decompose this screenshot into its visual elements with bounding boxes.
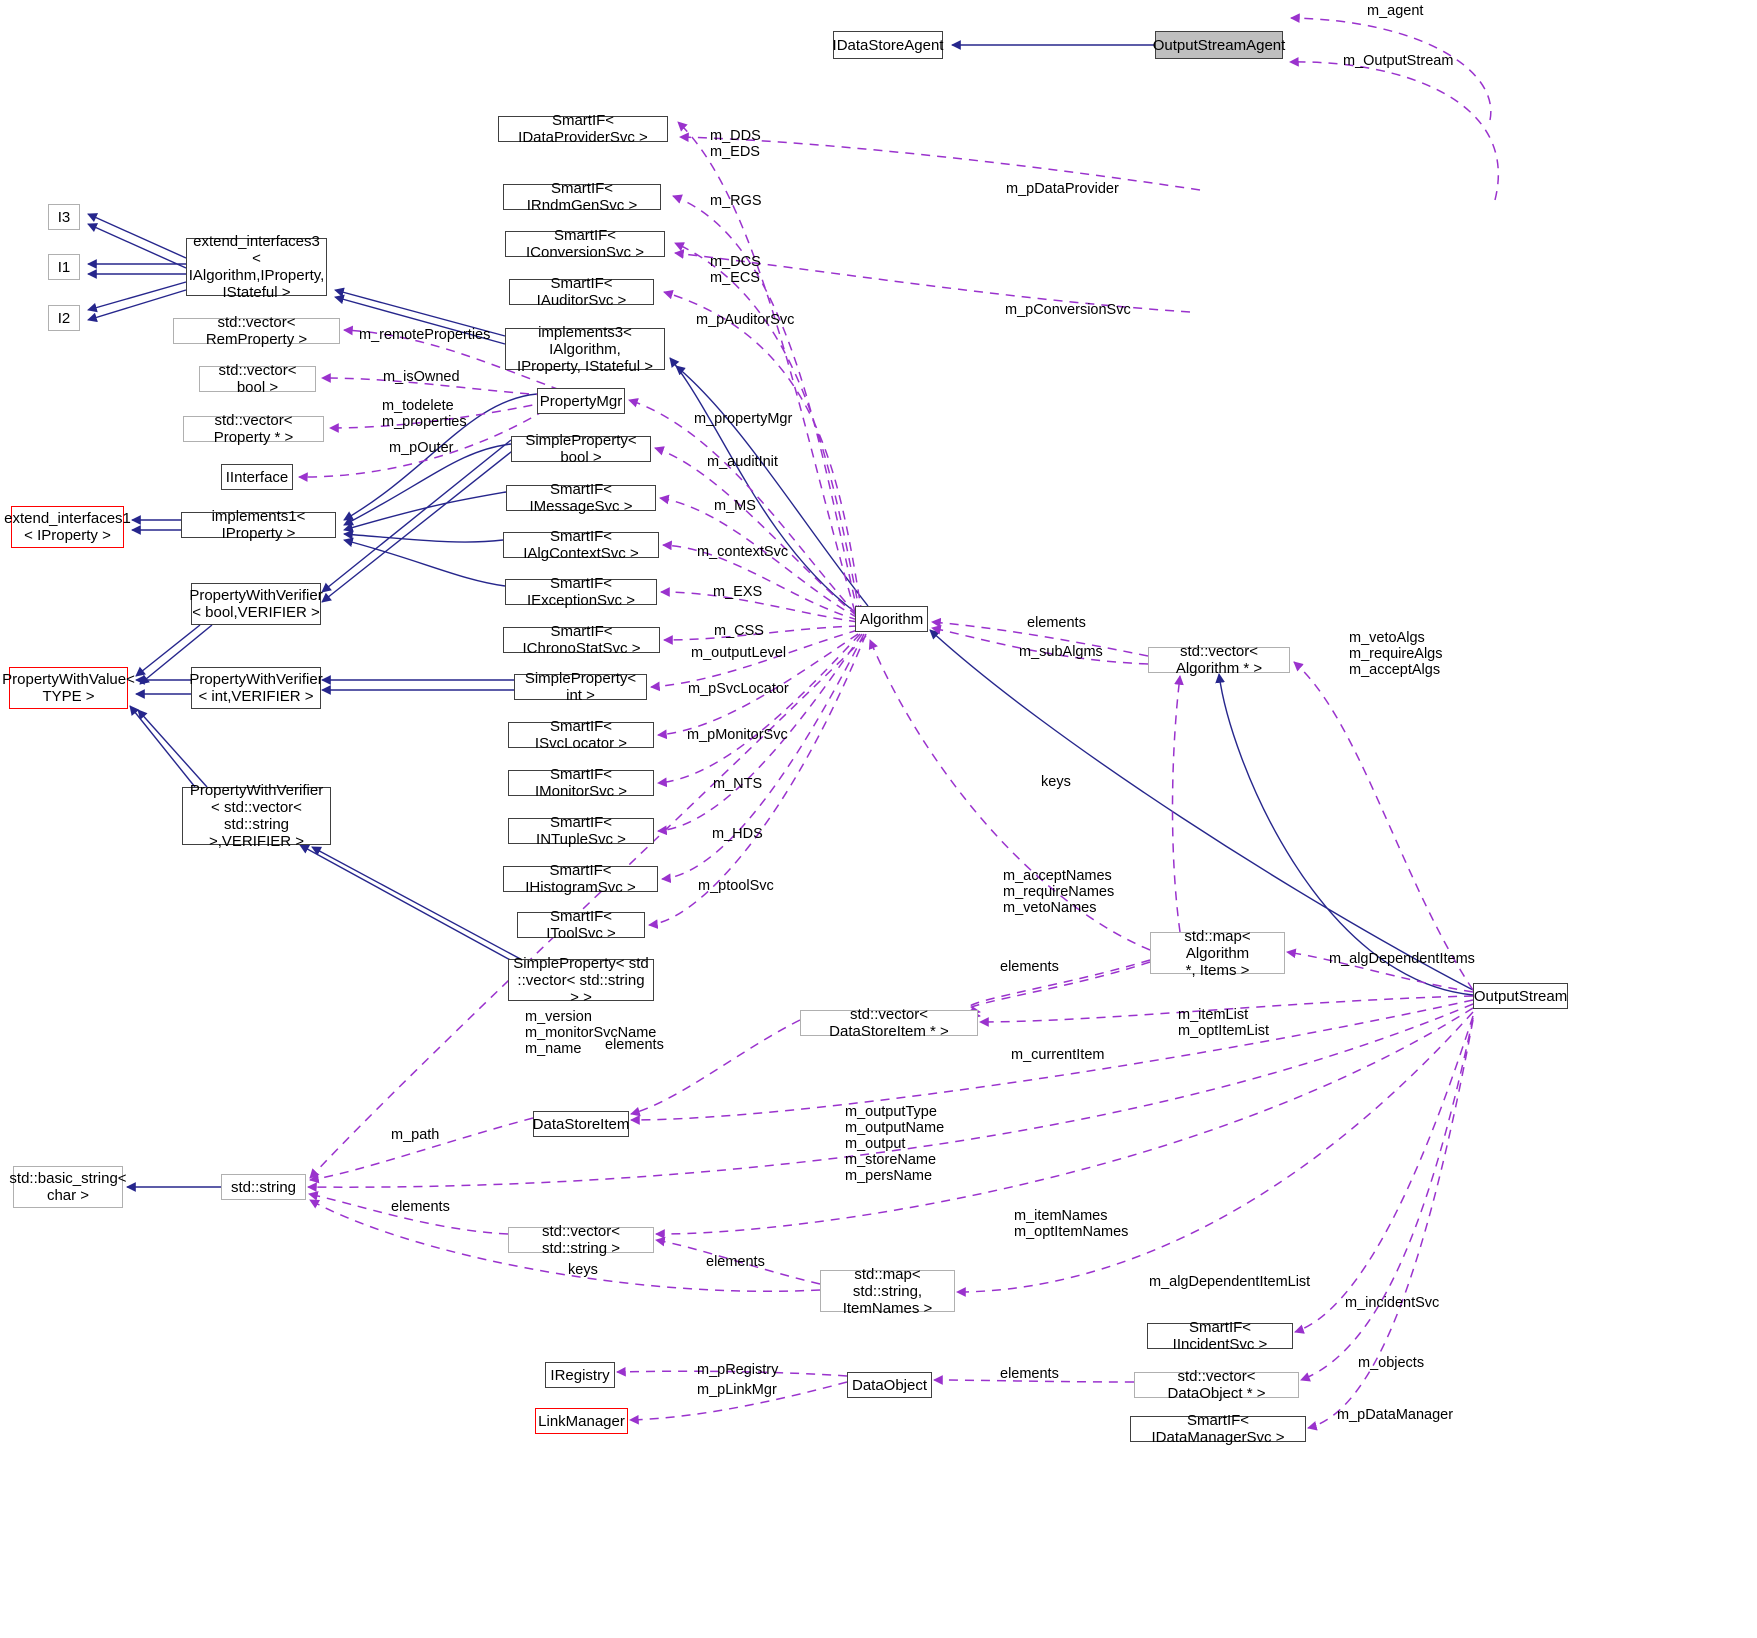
class-node-I1[interactable]: I1 [48, 254, 80, 280]
edge-label-m_algDependentItemList: m_algDependentItemList [1149, 1274, 1311, 1290]
class-node-SmartIF_IAuditorSvc[interactable]: SmartIF< IAuditorSvc > [509, 275, 654, 309]
edge-label-m_itemList_group: m_itemList m_optItemList [1178, 1007, 1270, 1039]
edge-label-m_pSvcLocator: m_pSvcLocator [688, 681, 789, 697]
edge-label-m_subAlgms: m_subAlgms [1019, 644, 1103, 660]
class-node-SmartIF_IDataManagerSvc[interactable]: SmartIF< IDataManagerSvc > [1130, 1412, 1306, 1446]
class-node-I2[interactable]: I2 [48, 305, 80, 331]
class-node-basic_string_char[interactable]: std::basic_string< char > [9, 1166, 127, 1208]
class-node-vector_RemProperty[interactable]: std::vector< RemProperty > [173, 314, 340, 348]
edge-label-m_vetoAlgs_group: m_vetoAlgs m_requireAlgs m_acceptAlgs [1349, 630, 1443, 678]
edge-label-m_DDS_m_EDS: m_DDS m_EDS [710, 128, 761, 160]
class-node-vector_string[interactable]: std::vector< std::string > [508, 1223, 654, 1257]
class-node-m_pOuter_IInterface[interactable]: IInterface [221, 464, 293, 490]
edge-label-m_isOwned: m_isOwned [383, 369, 460, 385]
edge-label-m_pDataProvider: m_pDataProvider [1006, 181, 1119, 197]
class-node-SmartIF_IMonitorSvc[interactable]: SmartIF< IMonitorSvc > [508, 766, 654, 800]
edge-label-m_HDS: m_HDS [712, 826, 763, 842]
edge-label-m_pLinkMgr: m_pLinkMgr [697, 1382, 777, 1398]
class-node-SimpleProperty_vecstring[interactable]: SimpleProperty< std ::vector< std::strin… [508, 955, 654, 1006]
class-node-PWV_bool[interactable]: PropertyWithVerifier < bool,VERIFIER > [189, 583, 323, 625]
edge-label-m_algDependentItems: m_algDependentItems [1329, 951, 1475, 967]
edge-label-m_CSS: m_CSS [714, 623, 764, 639]
class-node-vector_Property_ptr[interactable]: std::vector< Property * > [183, 412, 324, 446]
class-node-implements3[interactable]: implements3< IAlgorithm, IProperty, ISta… [505, 324, 665, 375]
edge-label-m_DCS_m_ECS: m_DCS m_ECS [710, 254, 761, 286]
class-node-extend_interfaces3[interactable]: extend_interfaces3 < IAlgorithm,IPropert… [186, 233, 327, 301]
class-node-DataObject[interactable]: DataObject [847, 1372, 932, 1398]
edge-label-elements_map: elements [1000, 959, 1059, 975]
class-node-LinkManager[interactable]: LinkManager [535, 1408, 628, 1434]
class-node-OutputStream[interactable]: OutputStream [1473, 983, 1568, 1009]
class-node-map_Algorithm_Items[interactable]: std::map< Algorithm *, Items > [1150, 928, 1285, 979]
edge-label-m_pConversionSvc: m_pConversionSvc [1005, 302, 1131, 318]
edge-label-m_EXS: m_EXS [713, 584, 763, 600]
edge-label-m_todelete_m_properties: m_todelete m_properties [382, 398, 467, 430]
edge-label-m_pAuditorSvc: m_pAuditorSvc [696, 312, 795, 328]
usage-edges [298, 13, 1500, 1431]
class-node-SmartIF_IRndmGenSvc[interactable]: SmartIF< IRndmGenSvc > [503, 180, 661, 214]
edge-label-elements_vecstr: elements [706, 1254, 765, 1270]
edge-label-m_auditInit: m_auditInit [707, 454, 778, 470]
edge-label-m_remoteProperties: m_remoteProperties [359, 327, 491, 343]
class-node-SmartIF_IConversionSvc[interactable]: SmartIF< IConversionSvc > [505, 227, 665, 261]
class-node-I3[interactable]: I3 [48, 204, 80, 230]
edge-label-m_outputType_group: m_outputType m_outputName m_output m_sto… [845, 1104, 945, 1184]
class-node-SmartIF_IIncidentSvc[interactable]: SmartIF< IIncidentSvc > [1147, 1319, 1293, 1353]
edge-label-m_NTS: m_NTS [713, 776, 763, 792]
class-node-PWV_vecstring[interactable]: PropertyWithVerifier < std::vector< std:… [182, 782, 331, 850]
class-node-SmartIF_ISvcLocator[interactable]: SmartIF< ISvcLocator > [508, 718, 654, 752]
edge-label-m_OutputStream: m_OutputStream [1343, 53, 1454, 69]
class-node-Algorithm[interactable]: Algorithm [855, 606, 928, 632]
class-node-SmartIF_IMessageSvc[interactable]: SmartIF< IMessageSvc > [506, 481, 656, 515]
class-node-SmartIF_INTupleSvc[interactable]: SmartIF< INTupleSvc > [508, 814, 654, 848]
class-node-SimpleProperty_int[interactable]: SimpleProperty< int > [514, 670, 647, 704]
class-node-PWV_int[interactable]: PropertyWithVerifier < int,VERIFIER > [189, 667, 323, 709]
edge-label-m_acceptNames_group: m_acceptNames m_requireNames m_vetoNames [1003, 868, 1115, 916]
edge-label-elements_obj: elements [1000, 1366, 1059, 1382]
class-node-vector_bool[interactable]: std::vector< bool > [199, 362, 316, 396]
class-node-SmartIF_IAlgContextSvc[interactable]: SmartIF< IAlgContextSvc > [503, 528, 659, 562]
class-node-SimpleProperty_bool[interactable]: SimpleProperty< bool > [511, 432, 651, 466]
class-node-vector_DataObject_ptr[interactable]: std::vector< DataObject * > [1134, 1368, 1299, 1402]
edge-label-m_outputLevel: m_outputLevel [691, 645, 787, 661]
class-node-implements1[interactable]: implements1< IProperty > [181, 508, 336, 542]
edge-label-elements_dsi: elements [605, 1037, 664, 1053]
edge-label-keys_alg: keys [1041, 774, 1071, 790]
class-node-IRegistry[interactable]: IRegistry [545, 1362, 615, 1388]
class-node-PropertyMgr[interactable]: PropertyMgr [537, 388, 625, 414]
edge-label-m_agent: m_agent [1367, 3, 1424, 19]
class-node-SmartIF_IDataProviderSvc[interactable]: SmartIF< IDataProviderSvc > [498, 112, 668, 146]
class-node-std_string[interactable]: std::string [221, 1174, 306, 1200]
edge-label-m_pOuter: m_pOuter [389, 440, 454, 456]
class-node-IDataStoreAgent[interactable]: IDataStoreAgent [833, 31, 943, 59]
edge-label-elements_alg: elements [1027, 615, 1086, 631]
edge-label-m_MS: m_MS [714, 498, 756, 514]
class-node-SmartIF_IExceptionSvc[interactable]: SmartIF< IExceptionSvc > [505, 575, 657, 609]
class-node-OutputStreamAgent[interactable]: OutputStreamAgent [1153, 31, 1285, 59]
class-node-extend_interfaces1[interactable]: extend_interfaces1 < IProperty > [4, 506, 131, 548]
edge-label-m_incidentSvc: m_incidentSvc [1345, 1295, 1440, 1311]
class-node-vector_Algorithm_ptr[interactable]: std::vector< Algorithm * > [1148, 643, 1290, 677]
edge-label-m_currentItem: m_currentItem [1011, 1047, 1105, 1063]
class-node-PropertyWithValue[interactable]: PropertyWithValue< TYPE > [2, 667, 135, 709]
edge-label-m_objects: m_objects [1358, 1355, 1425, 1371]
class-node-SmartIF_IHistogramSvc[interactable]: SmartIF< IHistogramSvc > [503, 862, 658, 896]
edge-label-m_RGS: m_RGS [710, 193, 762, 209]
edge-label-m_itemNames_group: m_itemNames m_optItemNames [1014, 1208, 1129, 1240]
edge-label-m_pDataManager: m_pDataManager [1337, 1407, 1454, 1423]
class-node-DataStoreItem[interactable]: DataStoreItem [533, 1111, 629, 1137]
class-node-SmartIF_IToolSvc[interactable]: SmartIF< IToolSvc > [517, 908, 645, 942]
edge-label-m_path: m_path [391, 1127, 440, 1143]
class-node-map_string_ItemNames[interactable]: std::map< std::string, ItemNames > [820, 1266, 955, 1317]
edge-label-m_pMonitorSvc: m_pMonitorSvc [687, 727, 788, 743]
edge-label-m_propertyMgr: m_propertyMgr [694, 411, 793, 427]
edge-label-m_pRegistry: m_pRegistry [697, 1362, 779, 1378]
class-node-SmartIF_IChronoStatSvc[interactable]: SmartIF< IChronoStatSvc > [503, 623, 660, 657]
edge-label-m_ptoolSvc: m_ptoolSvc [698, 878, 774, 894]
edge-label-m_contextSvc: m_contextSvc [697, 544, 789, 560]
edge-label-elements_str: elements [391, 1199, 450, 1215]
class-node-vector_DataStoreItem_ptr[interactable]: std::vector< DataStoreItem * > [800, 1006, 978, 1040]
edge-label-keys_str: keys [568, 1262, 598, 1278]
